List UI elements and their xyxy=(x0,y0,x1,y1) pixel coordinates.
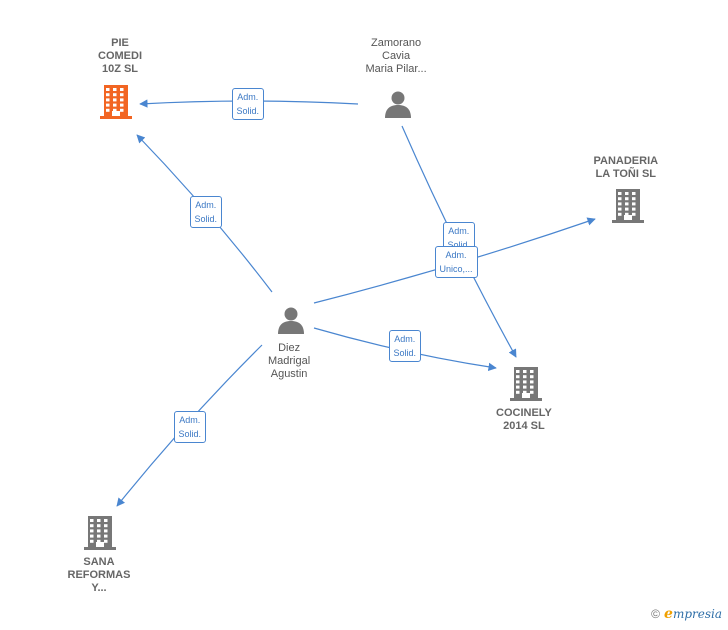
node-label-line: Diez xyxy=(278,342,301,354)
role-badge[interactable]: Adm. Solid. xyxy=(231,88,265,120)
node-label-line: Agustin xyxy=(270,368,308,380)
role-badge-line: Solid. xyxy=(236,106,260,116)
role-badge-line: Adm. xyxy=(448,226,470,236)
role-badge-line: Adm. xyxy=(179,415,201,425)
node-label-line: REFORMAS xyxy=(67,569,131,581)
node-label-line: Maria Pilar... xyxy=(365,63,427,75)
role-badge-line: Adm. xyxy=(394,334,416,344)
role-badge-line: Adm. xyxy=(195,200,217,210)
copyright-footer: © empresia xyxy=(651,606,722,622)
role-badge-line: Unico,... xyxy=(439,264,473,274)
role-badge-line: Adm. xyxy=(445,250,467,260)
node-label-line: 2014 SL xyxy=(503,420,545,432)
person-icon[interactable] xyxy=(383,89,413,124)
node-label-line: Zamorano xyxy=(371,37,422,49)
copyright-symbol: © xyxy=(651,607,661,621)
node-label-line: 10Z SL xyxy=(101,63,139,75)
node-label-line: PANADERIA xyxy=(593,155,659,167)
role-badge-line: Adm. xyxy=(237,92,259,102)
role-badge-line: Solid. xyxy=(447,240,471,250)
role-badge[interactable]: Adm. Solid. xyxy=(173,411,207,443)
building-icon[interactable] xyxy=(100,85,132,124)
building-icon[interactable] xyxy=(510,367,542,406)
node-label-line: COCINELY xyxy=(496,407,552,419)
role-badge[interactable]: Adm. Solid. xyxy=(189,196,223,228)
role-badge[interactable]: Adm. Solid. xyxy=(388,330,422,362)
node-label-line: Cavia xyxy=(382,50,411,62)
role-badge-line: Solid. xyxy=(393,348,417,358)
node-label-line: COMEDI xyxy=(98,50,142,62)
node-label-line: Y... xyxy=(91,582,107,594)
role-badge-line: Solid. xyxy=(194,214,218,224)
building-icon[interactable] xyxy=(612,189,644,228)
role-badge[interactable]: Adm. Unico,... xyxy=(434,246,478,278)
building-icon[interactable] xyxy=(84,516,116,555)
node-label-line: LA TOÑI SL xyxy=(595,168,657,180)
person-icon[interactable] xyxy=(276,305,306,340)
brand-logo[interactable]: empresia xyxy=(664,606,722,622)
node-label-line: Madrigal xyxy=(268,355,311,367)
node-label-line: SANA xyxy=(83,556,115,568)
node-label-line: PIE xyxy=(111,37,129,49)
role-badge-line: Solid. xyxy=(178,429,202,439)
